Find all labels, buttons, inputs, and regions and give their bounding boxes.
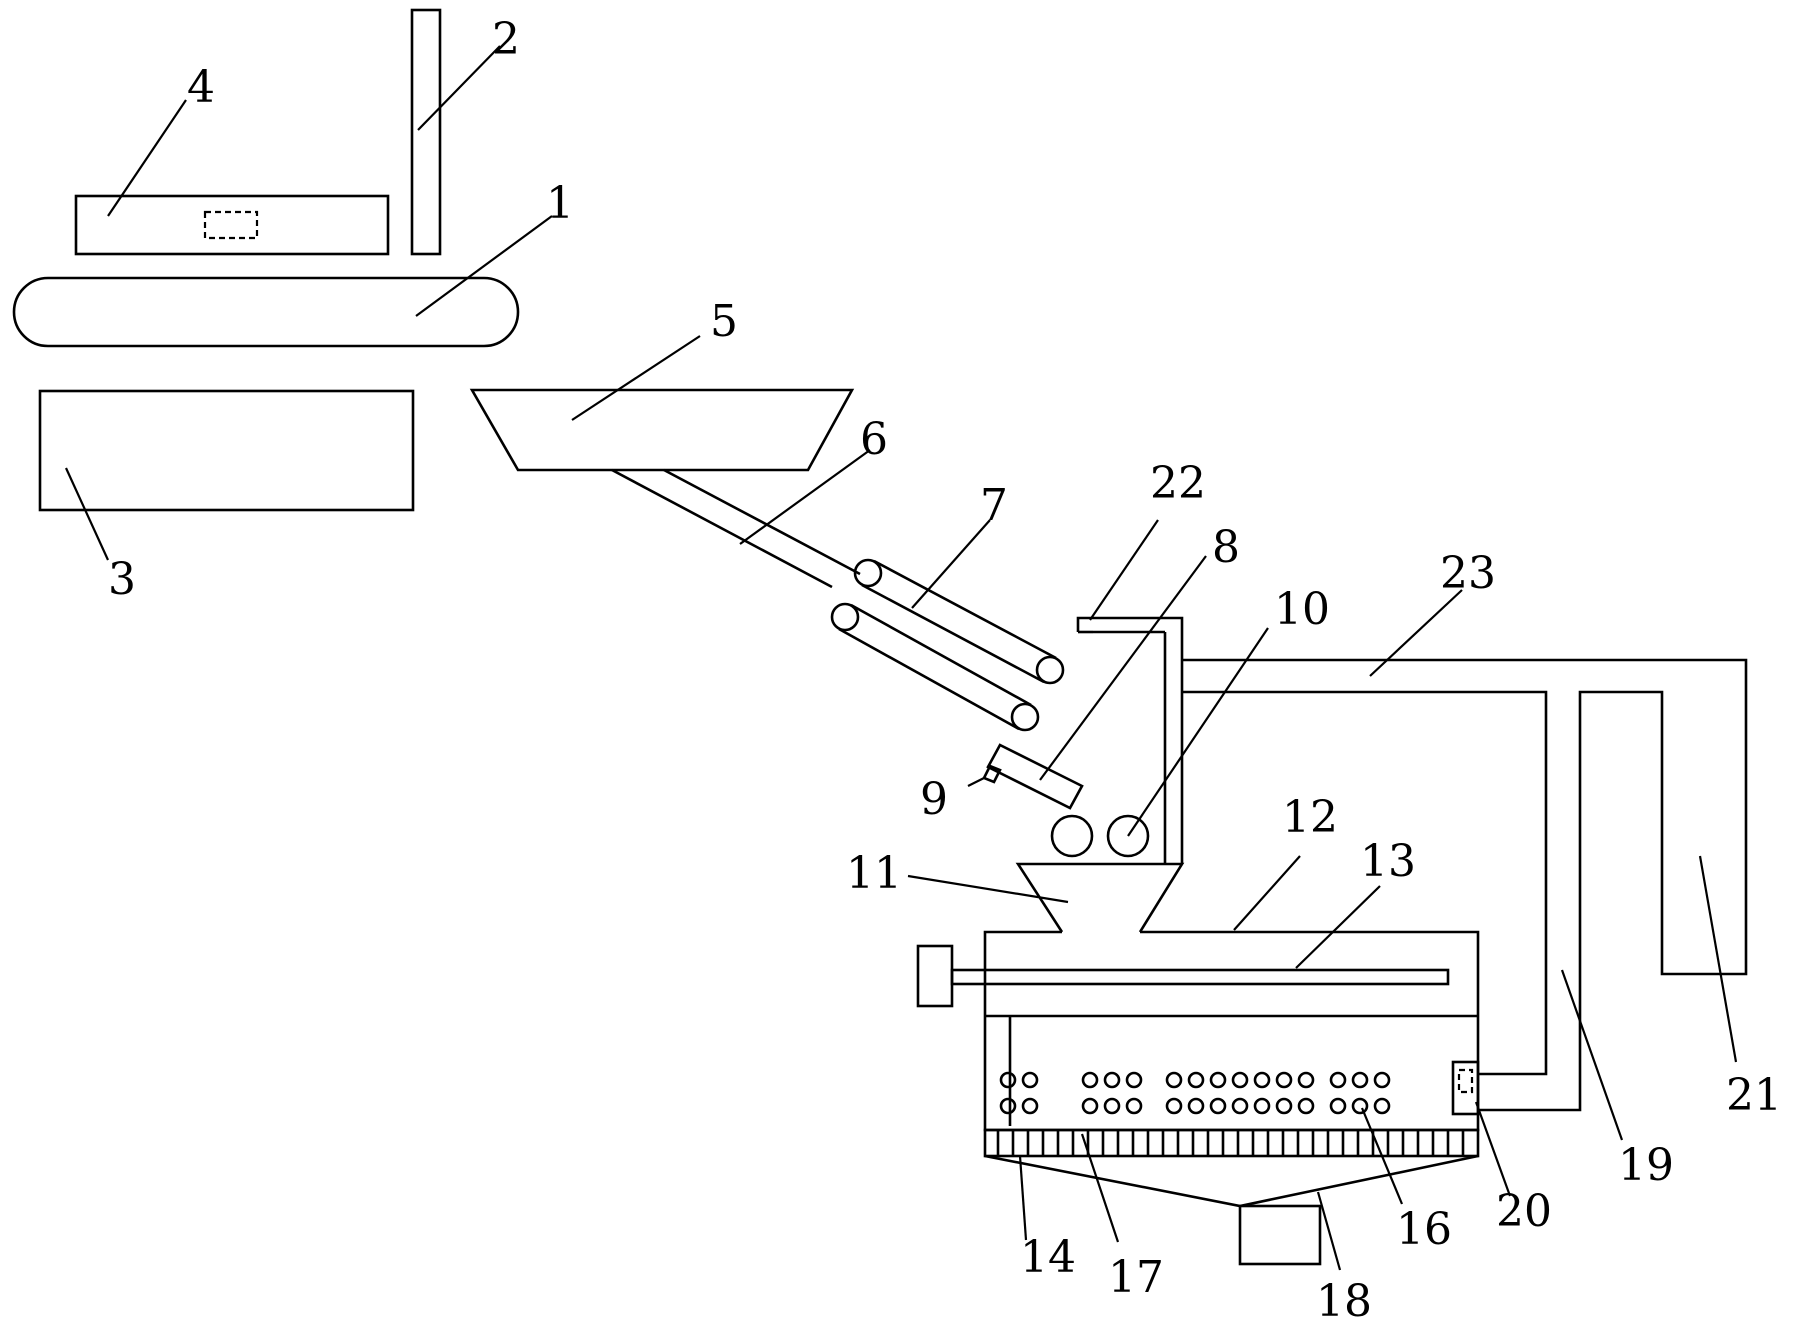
bubble — [1353, 1099, 1367, 1113]
bubble — [1189, 1099, 1203, 1113]
label-19: 19 — [1618, 1140, 1674, 1191]
label-18: 18 — [1316, 1276, 1372, 1327]
return-pipe — [1182, 660, 1746, 1110]
bubble — [1331, 1099, 1345, 1113]
label-20: 20 — [1496, 1186, 1552, 1237]
bubble — [1127, 1073, 1141, 1087]
roller-conveyor — [832, 560, 1063, 730]
bubble — [1375, 1099, 1389, 1113]
bubble — [1277, 1099, 1291, 1113]
conveyor-belt — [14, 278, 518, 346]
feed-hopper — [472, 390, 860, 587]
bubble — [1277, 1073, 1291, 1087]
bubble — [1167, 1099, 1181, 1113]
bubble-field — [1001, 1073, 1389, 1113]
label-5: 5 — [710, 296, 738, 347]
bubble — [1001, 1099, 1015, 1113]
bubble — [1375, 1073, 1389, 1087]
bubble — [1299, 1099, 1313, 1113]
label-9: 9 — [920, 774, 948, 825]
bubble — [1331, 1073, 1345, 1087]
bubble — [1255, 1073, 1269, 1087]
label-13: 13 — [1360, 836, 1416, 887]
label-16: 16 — [1396, 1204, 1452, 1255]
label-1: 1 — [546, 178, 574, 229]
bubble — [1233, 1073, 1247, 1087]
label-7: 7 — [980, 480, 1008, 531]
bubble — [1023, 1099, 1037, 1113]
bubble — [1083, 1073, 1097, 1087]
label-6: 6 — [860, 414, 888, 465]
bubble — [1255, 1099, 1269, 1113]
label-14: 14 — [1020, 1232, 1076, 1283]
bubble — [1167, 1073, 1181, 1087]
leader-lines — [66, 46, 1736, 1270]
upper-box — [76, 196, 388, 254]
sensor-device — [984, 745, 1082, 808]
label-2: 2 — [492, 14, 520, 65]
lower-box — [40, 391, 413, 510]
bubble — [1105, 1099, 1119, 1113]
bubble — [1233, 1099, 1247, 1113]
bubble — [1211, 1099, 1225, 1113]
bubble — [1105, 1073, 1119, 1087]
bubble — [1189, 1073, 1203, 1087]
label-21: 21 — [1726, 1070, 1782, 1121]
bubble — [1353, 1073, 1367, 1087]
label-17: 17 — [1108, 1252, 1164, 1303]
bubble — [1001, 1073, 1015, 1087]
vertical-plate — [412, 10, 440, 254]
label-3: 3 — [108, 554, 136, 605]
grid-filter — [985, 1130, 1478, 1156]
bubble — [1023, 1073, 1037, 1087]
label-4: 4 — [187, 62, 215, 113]
outlet-fitting — [1453, 1062, 1478, 1114]
bubble — [1083, 1099, 1097, 1113]
press-rollers — [1052, 816, 1148, 856]
label-8: 8 — [1212, 522, 1240, 573]
label-12: 12 — [1282, 792, 1338, 843]
label-22: 22 — [1150, 458, 1206, 509]
bubble — [1127, 1099, 1141, 1113]
bubble — [1299, 1073, 1313, 1087]
label-23: 23 — [1440, 548, 1496, 599]
label-10: 10 — [1274, 584, 1330, 635]
vertical-duct — [1078, 618, 1182, 864]
bubble — [1211, 1073, 1225, 1087]
label-11: 11 — [846, 848, 902, 899]
part-labels: 4 2 1 3 5 6 7 22 8 10 23 9 11 12 13 21 1… — [108, 14, 1782, 1327]
